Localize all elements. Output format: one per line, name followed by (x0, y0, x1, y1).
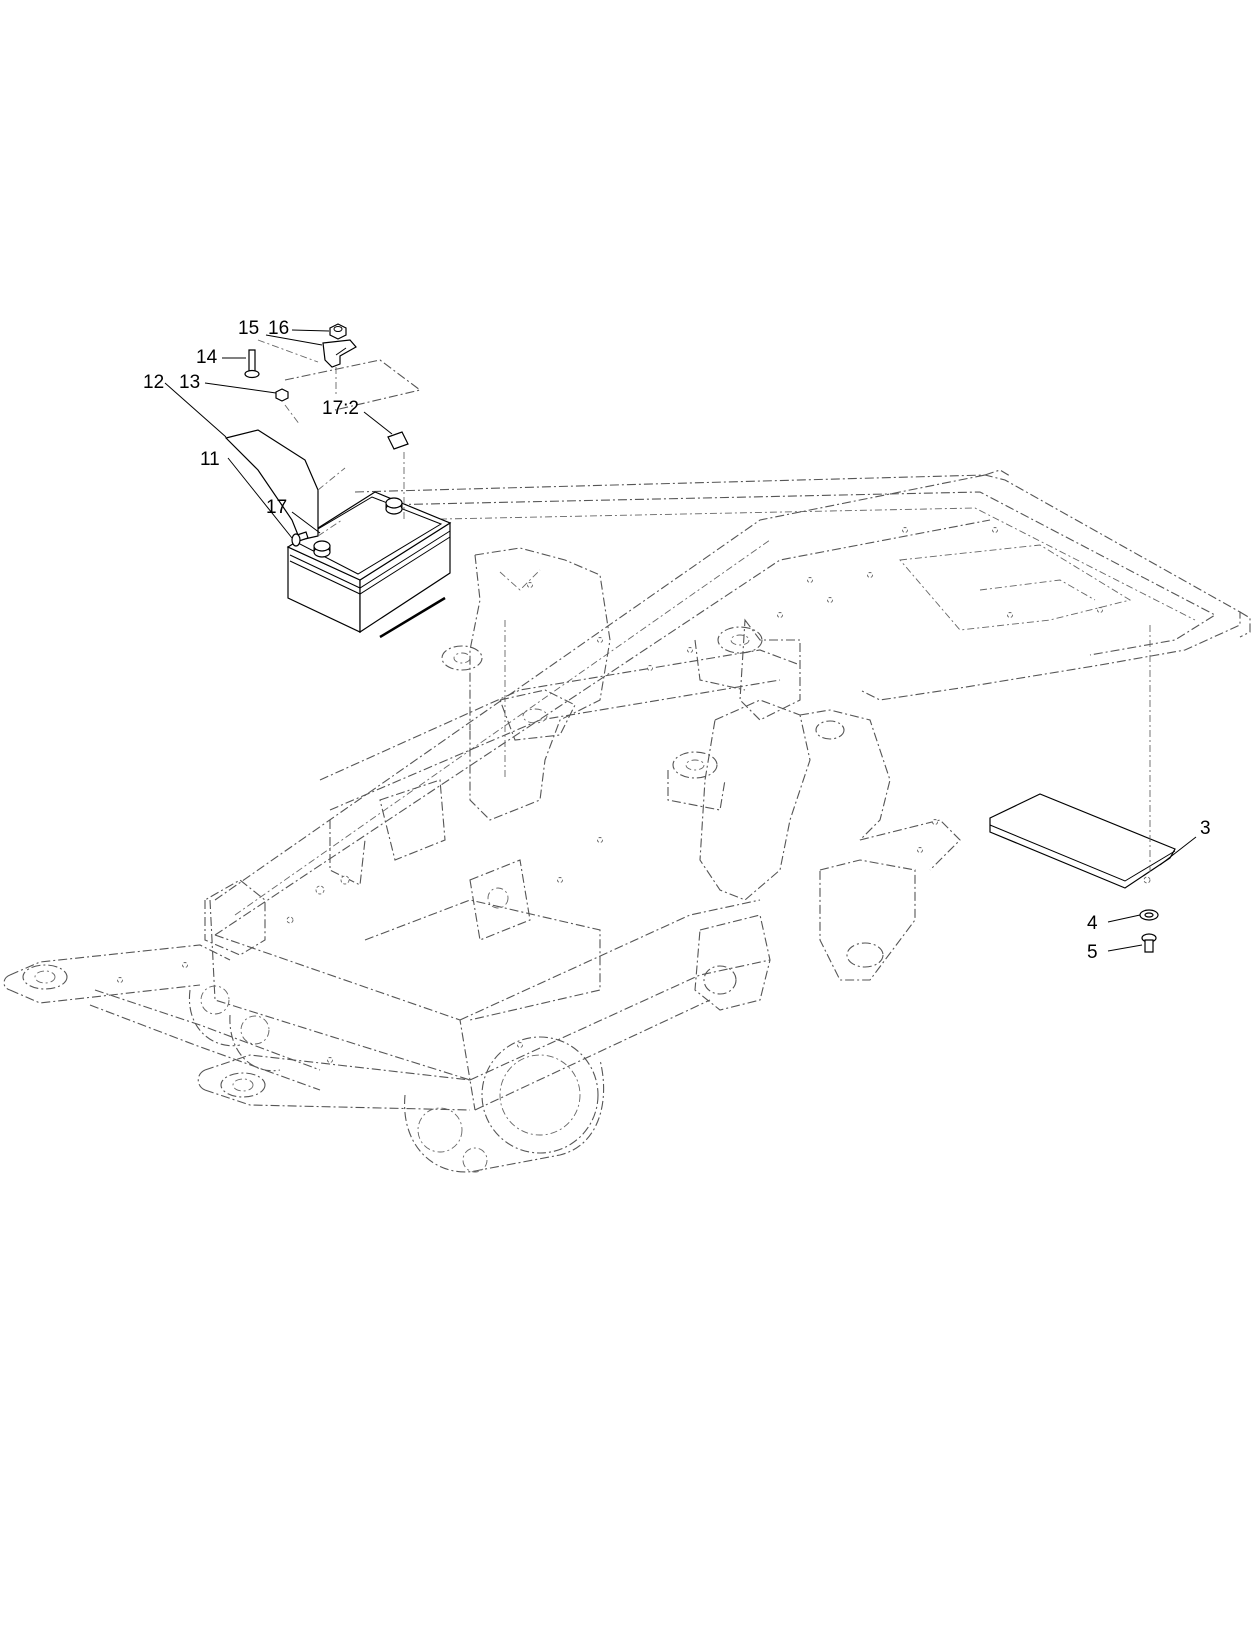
cover-plate-part-3 (989, 625, 1176, 889)
bolt-part-11 (291, 531, 309, 547)
callout-13: 13 (179, 372, 200, 393)
callout-5: 5 (1087, 942, 1098, 963)
clamp-part-15 (322, 339, 357, 395)
callout-11: 11 (200, 449, 220, 470)
callout-17: 17 (266, 497, 287, 518)
nut-part-16 (329, 323, 347, 340)
decal-part-17-2 (387, 431, 409, 520)
battery-part-17 (286, 491, 452, 639)
callout-15: 15 (238, 318, 259, 339)
callout-4: 4 (1087, 913, 1098, 934)
nut-part-13 (275, 388, 301, 426)
callout-3: 3 (1200, 818, 1211, 839)
washer-part-4 (1139, 909, 1159, 921)
bolt-part-14 (244, 339, 319, 379)
callout-12: 12 (143, 372, 164, 393)
leader-lines (164, 329, 1197, 952)
main-frame (3, 359, 1251, 1173)
guard-plate-part-12 (224, 429, 346, 541)
callouts: 17:2 17 16 15 14 13 12 11 3 4 5 (143, 318, 1211, 963)
callout-16: 16 (268, 318, 289, 339)
callout-14: 14 (196, 347, 218, 368)
callout-17-2: 17:2 (322, 398, 359, 419)
screw-part-5 (1141, 933, 1157, 953)
